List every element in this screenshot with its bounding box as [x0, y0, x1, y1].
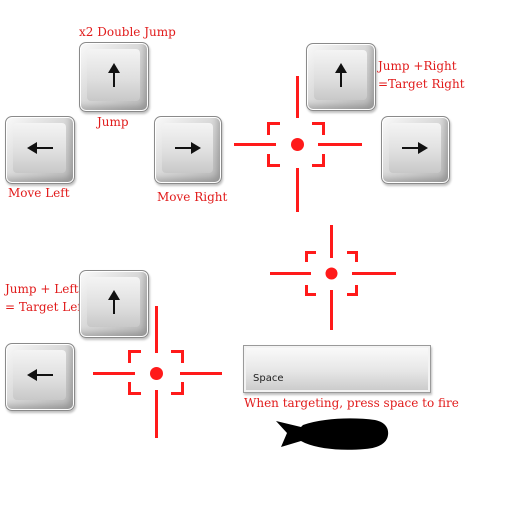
arrow-left-icon — [26, 142, 53, 154]
crosshair-icon — [93, 306, 222, 438]
double-jump-label: x2 Double Jump — [79, 25, 176, 39]
up-arrow-key-target-left[interactable] — [79, 270, 149, 338]
arrow-right-icon — [402, 142, 428, 154]
key-face — [162, 123, 213, 173]
jump-left-label-line2: = Target Left — [5, 300, 87, 314]
key-face — [389, 123, 441, 173]
arrow-up-icon — [107, 290, 120, 314]
crosshair-icon — [234, 76, 362, 212]
jump-label: Jump — [97, 115, 129, 129]
left-arrow-key-top[interactable] — [5, 116, 75, 184]
space-key[interactable]: Space — [243, 345, 431, 393]
jump-left-label-line1: Jump + Left — [5, 282, 79, 296]
bomb-icon — [276, 418, 389, 450]
space-key-label: Space — [253, 373, 284, 384]
key-face — [87, 49, 140, 101]
arrow-left-icon — [26, 369, 53, 381]
jump-right-label-line1: Jump +Right — [378, 59, 457, 73]
jump-right-label-line2: =Target Right — [378, 77, 465, 91]
arrow-up-icon — [334, 63, 347, 87]
crosshair-icon — [270, 225, 396, 330]
key-face — [87, 277, 140, 327]
up-arrow-key-top[interactable] — [79, 42, 149, 112]
key-face — [13, 350, 66, 400]
left-arrow-key-target-left[interactable] — [5, 343, 75, 411]
fire-instruction-label: When targeting, press space to fire — [244, 396, 459, 410]
right-arrow-key-top[interactable] — [154, 116, 222, 184]
key-face — [13, 123, 66, 173]
arrow-right-icon — [174, 142, 201, 154]
right-arrow-key-target-right[interactable] — [381, 116, 450, 184]
move-right-label: Move Right — [157, 190, 228, 204]
key-face — [314, 50, 367, 100]
move-left-label: Move Left — [8, 186, 70, 200]
arrow-up-icon — [107, 63, 120, 87]
up-arrow-key-target-right[interactable] — [306, 43, 376, 111]
